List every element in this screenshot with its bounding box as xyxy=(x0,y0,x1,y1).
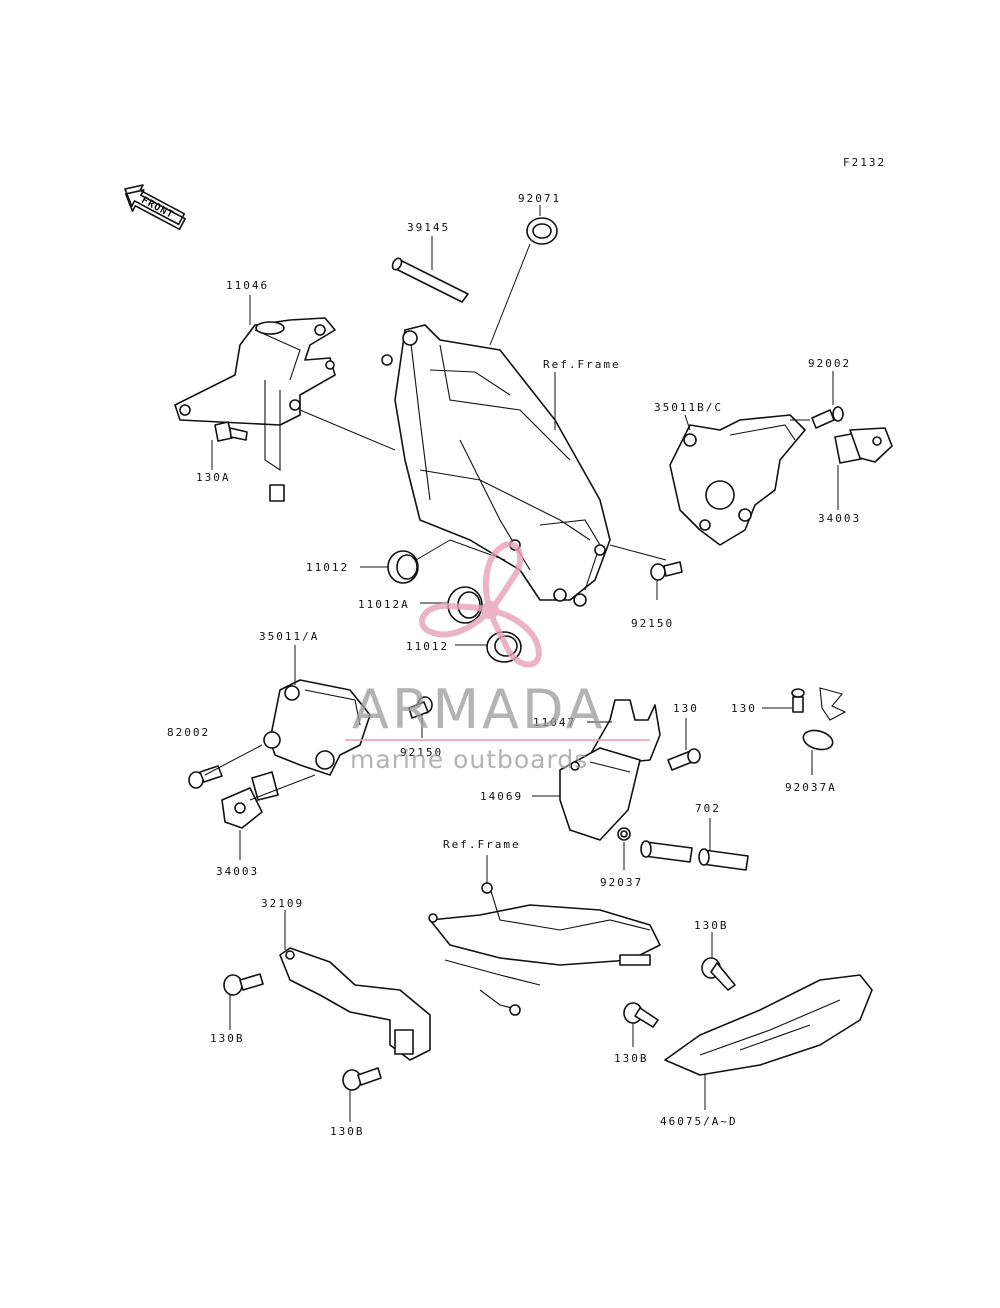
label-130a: 130A xyxy=(196,471,231,484)
label-92150-left: 92150 xyxy=(400,746,443,759)
watermark-brand: ARMADA xyxy=(352,678,606,741)
propeller-logo-icon xyxy=(419,541,542,668)
label-92071: 92071 xyxy=(518,192,561,205)
grommet-11012-a xyxy=(387,550,419,584)
bolt-130a xyxy=(214,421,248,442)
watermark: ARMADA marine outboards xyxy=(345,541,650,774)
clip-92037a xyxy=(802,687,847,751)
clevis-34003-left xyxy=(221,771,279,829)
bolt-130-right xyxy=(791,688,805,713)
label-130b-left: 130B xyxy=(210,1032,245,1045)
label-11047: 11047 xyxy=(533,716,576,729)
footrest-bracket-35011bc xyxy=(669,414,806,546)
label-11046: 11046 xyxy=(226,279,269,292)
label-ref-frame-bottom: Ref.Frame xyxy=(443,838,521,851)
heat-guard-46075 xyxy=(664,974,873,1076)
label-92037: 92037 xyxy=(600,876,643,889)
footrest-bracket-35011a xyxy=(263,679,371,776)
label-130-right: 130 xyxy=(731,702,757,715)
bracket-11046 xyxy=(174,317,336,502)
clevis-34003-right xyxy=(834,427,893,464)
bolt-92150-left xyxy=(408,696,433,719)
diagram-code: F2132 xyxy=(843,156,886,169)
label-14069: 14069 xyxy=(480,790,523,803)
bolt-92150-right xyxy=(650,561,683,581)
bracket-32109 xyxy=(279,947,431,1061)
clip-92037 xyxy=(617,827,631,841)
pipe-39145 xyxy=(391,257,469,303)
label-92150-right: 92150 xyxy=(631,617,674,630)
label-11012-a: 11012 xyxy=(306,561,349,574)
cover-14069 xyxy=(559,747,641,841)
bolt-130b-mid xyxy=(623,1002,659,1028)
label-46075: 46075/A~D xyxy=(660,1115,738,1128)
hose-702 xyxy=(640,840,749,871)
label-130-mid: 130 xyxy=(673,702,699,715)
bolt-130b-left xyxy=(223,973,264,996)
front-arrow-icon: FRONT xyxy=(124,184,186,231)
main-frame xyxy=(381,324,611,607)
label-92037a: 92037A xyxy=(785,781,837,794)
sub-frame xyxy=(428,882,661,1016)
label-ref-frame-top: Ref.Frame xyxy=(543,358,621,371)
grommet-92071 xyxy=(526,217,558,245)
label-34003-right: 34003 xyxy=(818,512,861,525)
label-35011bc: 35011B/C xyxy=(654,401,723,414)
label-39145: 39145 xyxy=(407,221,450,234)
bolt-92002-right xyxy=(811,406,844,429)
bolt-130b-top xyxy=(701,957,736,991)
label-34003-left: 34003 xyxy=(216,865,259,878)
label-35011a: 35011/A xyxy=(259,630,319,643)
bolt-82002 xyxy=(188,765,223,789)
label-130b-top: 130B xyxy=(694,919,729,932)
bolt-130-mid xyxy=(667,748,701,771)
part-labels: 92071 39145 11046 Ref.Frame 92002 35011B… xyxy=(167,192,861,1138)
label-130b-bottom: 130B xyxy=(330,1125,365,1138)
label-82002: 82002 xyxy=(167,726,210,739)
label-92002-right: 92002 xyxy=(808,357,851,370)
label-11012-b: 11012 xyxy=(406,640,449,653)
label-130b-mid: 130B xyxy=(614,1052,649,1065)
watermark-tagline: marine outboards xyxy=(350,745,588,774)
label-11012a: 11012A xyxy=(358,598,410,611)
label-32109: 32109 xyxy=(261,897,304,910)
label-702: 702 xyxy=(695,802,721,815)
bolt-130b-bottom xyxy=(342,1067,382,1091)
